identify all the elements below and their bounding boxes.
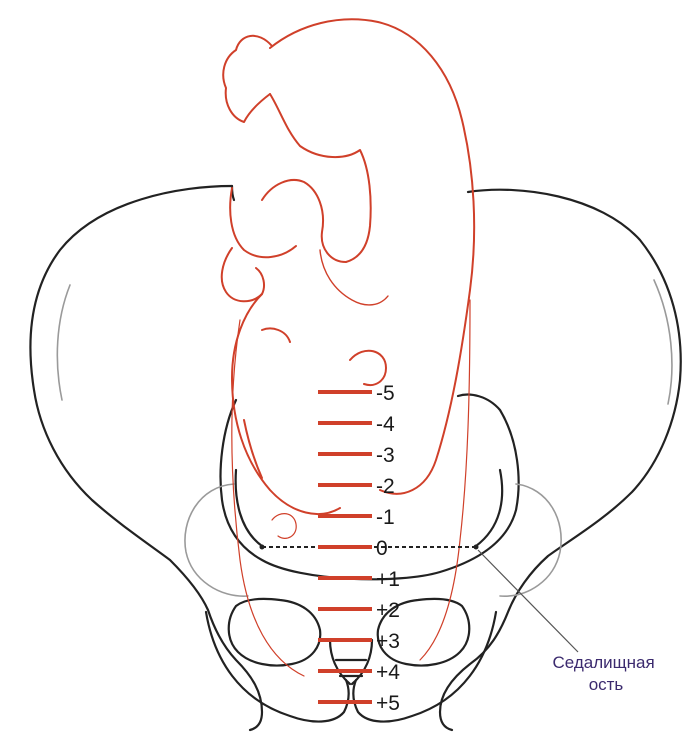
station-label-minus2: -2: [376, 475, 395, 498]
pelvis-outline: [30, 186, 680, 730]
fetus-ear: [350, 351, 386, 385]
station-label-0: 0: [376, 537, 388, 560]
station-scale: -5 -4 -3 -2 -1 0 +1 +2 +3 +4 +5: [318, 382, 400, 715]
fetus-foot: [223, 36, 272, 122]
ischial-spine-label-line-1: Седалищная: [553, 653, 655, 672]
left-obturator-foramen: [229, 599, 321, 666]
pubic-arch-right: [353, 612, 496, 722]
station-label-minus5: -5: [376, 382, 395, 405]
station-label-plus4: +4: [376, 661, 400, 684]
pubic-arch-left: [206, 612, 349, 722]
station-label-plus3: +3: [376, 630, 400, 653]
fetus-back: [270, 19, 474, 493]
station-label-minus4: -4: [376, 413, 395, 436]
spine-leader-line: [478, 550, 578, 652]
fetus-hair-swirl: [272, 514, 296, 539]
station-label-minus3: -3: [376, 444, 395, 467]
ischial-spine-label-line-2: ость: [589, 675, 624, 694]
fetus-head: [232, 294, 340, 514]
right-wing-inner-contour: [654, 280, 672, 404]
station-label-plus5: +5: [376, 692, 400, 715]
fetus-face: [244, 329, 290, 479]
pelvic-inlet-inner-right: [476, 470, 502, 546]
station-label-plus2: +2: [376, 599, 400, 622]
left-iliac-wing: [30, 186, 262, 730]
right-ischial-spine: [474, 545, 479, 550]
station-label-minus1: -1: [376, 506, 395, 529]
right-iliac-wing: [440, 190, 681, 730]
left-ischial-spine: [260, 545, 265, 550]
right-acetabulum: [500, 484, 561, 596]
fetus-leg: [262, 94, 371, 262]
ischial-spine-label: Седалищная ость: [553, 653, 660, 694]
sacrum: [330, 640, 372, 684]
left-wing-inner-contour: [57, 285, 70, 400]
station-label-plus1: +1: [376, 568, 400, 591]
pelvic-inlet-inner: [236, 470, 262, 546]
